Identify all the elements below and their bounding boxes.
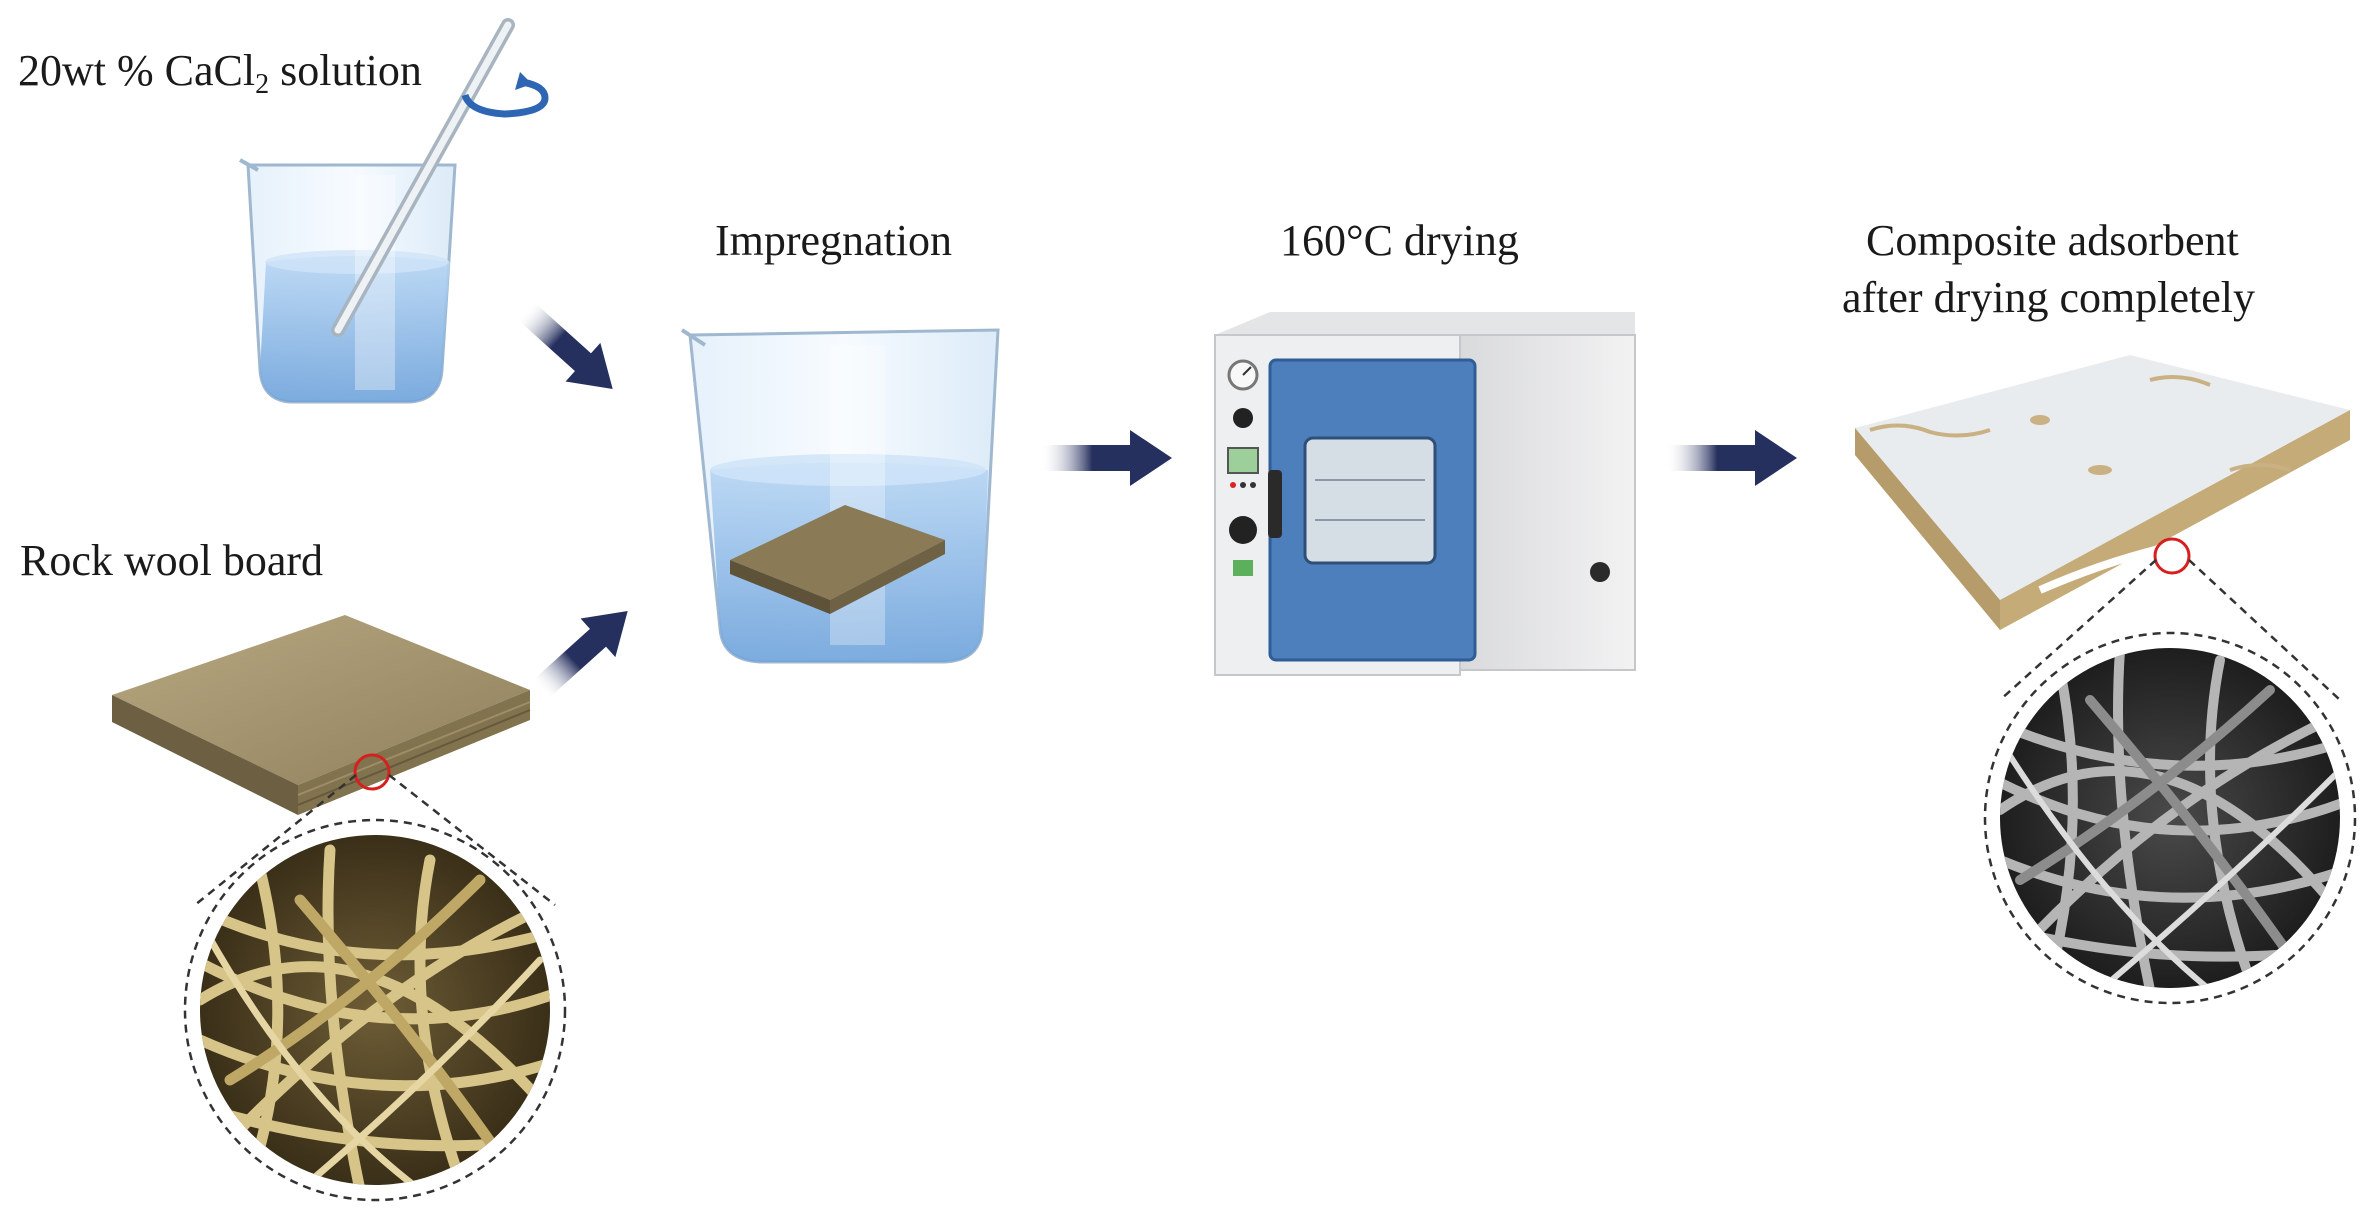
right-arrow-icon xyxy=(531,611,628,699)
immersed-rock-wool-board xyxy=(730,505,945,614)
composite-label-line1: Composite adsorbent xyxy=(1866,216,2239,265)
control-panel xyxy=(1227,359,1259,576)
solution-beaker xyxy=(239,158,457,404)
rock-wool-board xyxy=(112,615,531,815)
impregnation-beaker xyxy=(680,328,1000,664)
magnifier-circle-icon xyxy=(353,753,391,791)
raw-fiber-callout-lines xyxy=(194,774,556,906)
magnifier-circle-icon xyxy=(2153,537,2191,575)
composite-fiber-magnified-view xyxy=(1983,631,2357,1005)
impregnation-label: Impregnation xyxy=(715,216,953,265)
rock-wool-label: Rock wool board xyxy=(20,536,324,585)
raw-fiber-magnified-view xyxy=(183,818,567,1202)
solution-label: 20wt % CaCl2 solution xyxy=(18,45,422,102)
drying-oven xyxy=(1214,312,1636,676)
rotation-arrow-icon xyxy=(461,72,549,118)
composite-fiber-callout-lines xyxy=(1999,559,2341,701)
composite-label-line2: after drying completely xyxy=(1842,273,2255,322)
right-arrow-icon xyxy=(1040,430,1172,486)
glass-stirring-rod xyxy=(331,18,515,337)
solution-label-subscript: 2 xyxy=(255,69,270,100)
right-arrow-icon xyxy=(516,301,613,389)
composite-adsorbent-board xyxy=(1855,355,2350,630)
solution-label-prefix: 20wt % CaCl xyxy=(18,46,256,95)
solution-label-suffix: solution xyxy=(269,46,422,95)
drying-label: 160°C drying xyxy=(1280,216,1519,265)
right-arrow-icon xyxy=(1665,430,1797,486)
